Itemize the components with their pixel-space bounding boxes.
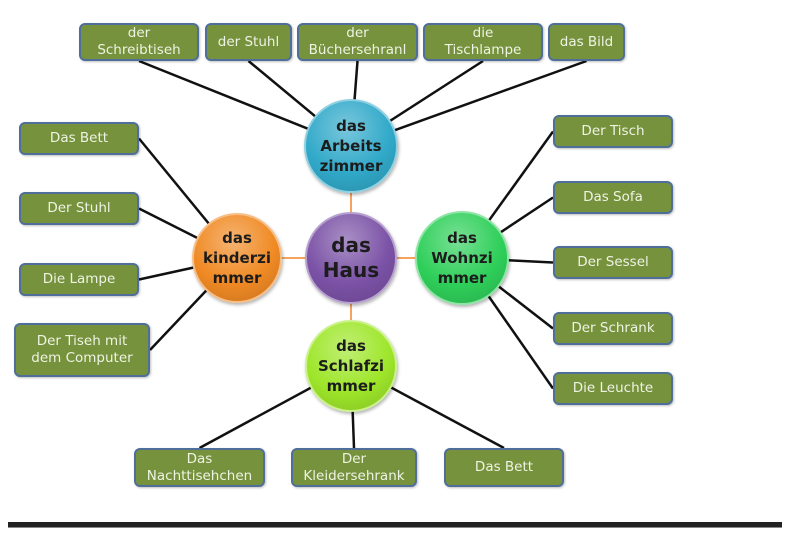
item-box-kleiderschrank: Der Kleidersehrank xyxy=(291,448,417,487)
node-schlafzimmer: das Schlafzi mmer xyxy=(305,320,397,412)
item-box-tisch-computer: Der Tiseh mit dem Computer xyxy=(14,323,150,377)
node-das-haus: das Haus xyxy=(305,212,397,304)
item-box-bett: Das Bett xyxy=(444,448,564,487)
item-box-tisch: Der Tisch xyxy=(553,115,673,148)
item-box-leuchte: Die Leuchte xyxy=(553,372,673,405)
item-box-sessel: Der Sessel xyxy=(553,246,673,279)
item-box-lampe: Die Lampe xyxy=(19,263,139,296)
item-box-sofa: Das Sofa xyxy=(553,181,673,214)
node-kinderzimmer: das kinderzi mmer xyxy=(192,213,282,303)
item-box-tischlampe: die Tischlampe xyxy=(423,23,543,61)
item-box-schrank: Der Schrank xyxy=(553,312,673,345)
node-arbeitszimmer-label: das Arbeits zimmer xyxy=(319,117,383,175)
item-box-schreibtisch: der Schreibtiseh xyxy=(79,23,199,61)
node-wohnzimmer-label: das Wohnzi mmer xyxy=(431,229,493,287)
node-das-haus-label: das Haus xyxy=(322,233,380,282)
item-box-nachttischchen: Das Nachttisehchen xyxy=(134,448,265,487)
node-arbeitszimmer: das Arbeits zimmer xyxy=(304,99,398,193)
item-box-bild: das Bild xyxy=(548,23,625,61)
item-box-stuhl: der Stuhl xyxy=(205,23,292,61)
item-box-bett: Das Bett xyxy=(19,122,139,155)
item-box-buecherschrank: der Büchersehranl xyxy=(297,23,418,61)
item-box-stuhl: Der Stuhl xyxy=(19,192,139,225)
bottom-divider xyxy=(8,522,782,528)
node-kinderzimmer-label: das kinderzi mmer xyxy=(203,229,271,287)
node-schlafzimmer-label: das Schlafzi mmer xyxy=(317,337,385,395)
node-wohnzimmer: das Wohnzi mmer xyxy=(415,211,509,305)
